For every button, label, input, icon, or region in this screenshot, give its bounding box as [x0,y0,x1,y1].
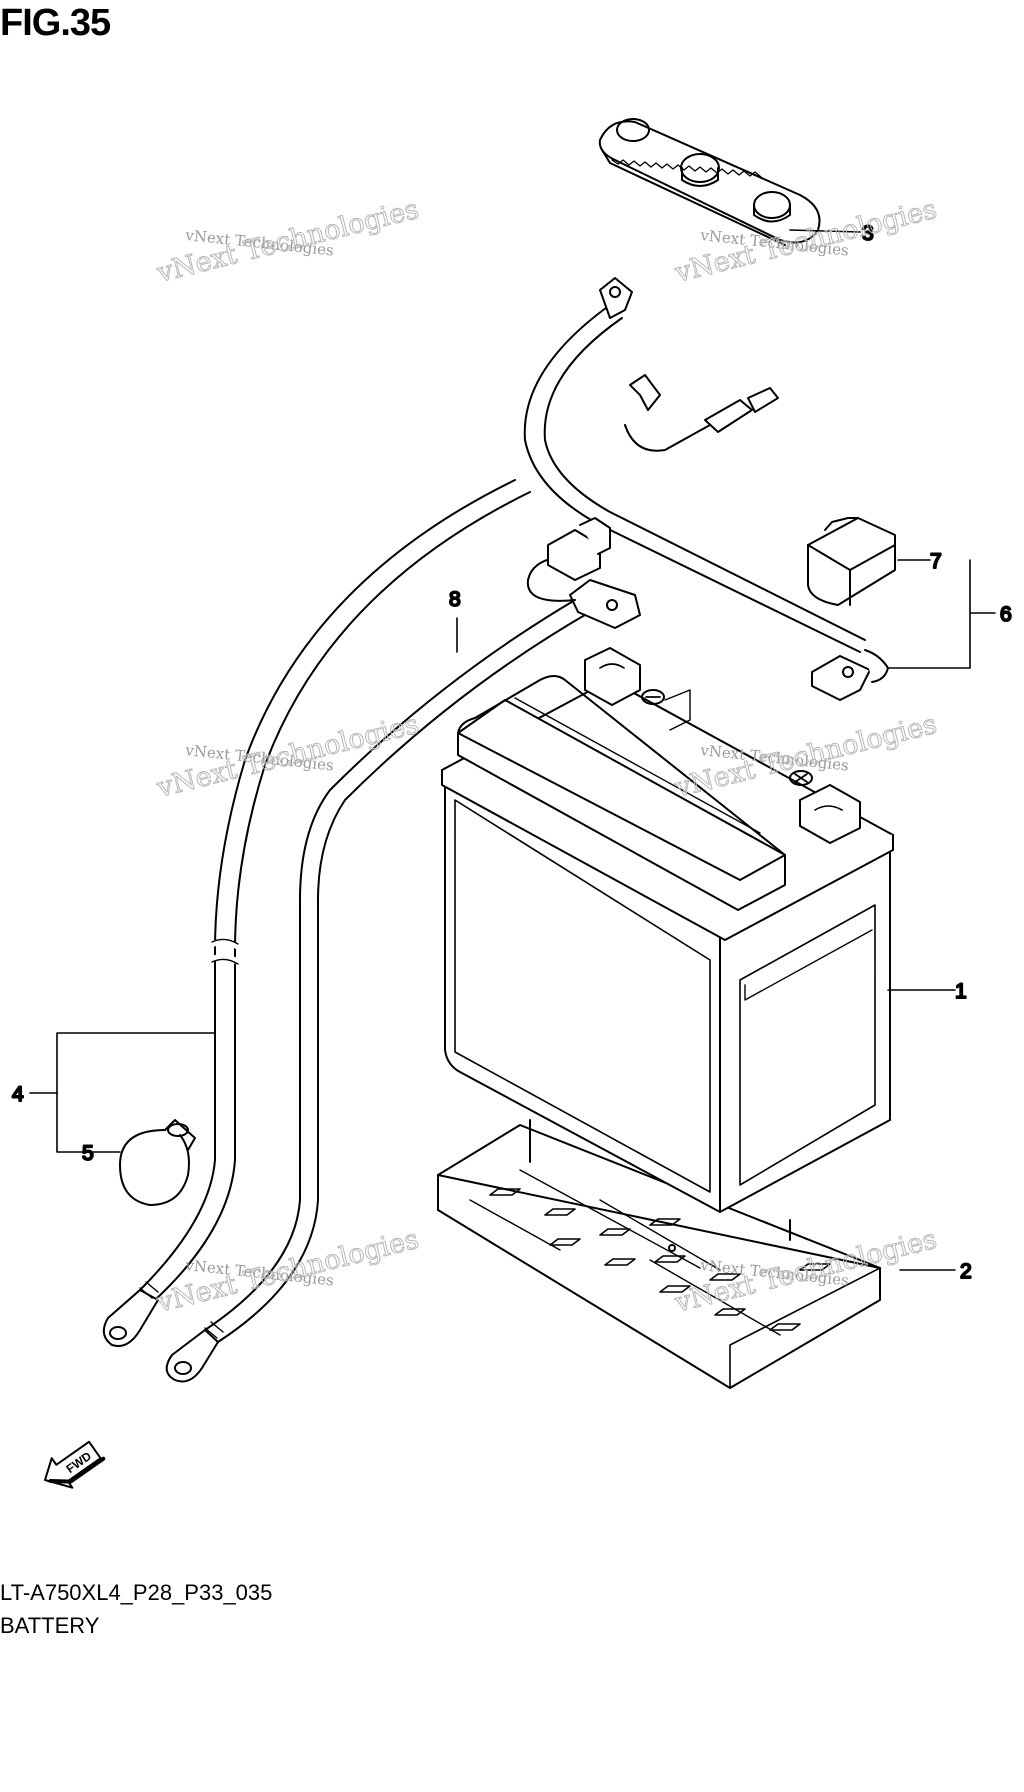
sub-harness-connector [624,374,779,452]
figure-title: FIG.35 [0,2,111,44]
callout-8: 8 [449,588,461,611]
callout-7: 7 [930,550,942,573]
terminal-boot-part [119,1119,196,1206]
callout-leaders [29,229,996,1271]
positive-cable-part [102,277,889,1347]
callout-6: 6 [1000,603,1012,626]
fwd-arrow-icon: FWD [44,1440,106,1489]
callout-3: 3 [862,222,874,245]
callout-5: 5 [82,1142,94,1165]
model-code: LT-A750XL4_P28_P33_035 [0,1580,273,1605]
part-name: BATTERY [0,1613,100,1638]
negative-cable-part [165,517,641,1383]
battery-part [441,647,894,1213]
callout-2: 2 [960,1260,972,1283]
terminal-cover-part [807,517,896,606]
callout-4: 4 [12,1083,24,1106]
callout-1: 1 [955,980,967,1003]
battery-tray-part [437,1119,881,1389]
